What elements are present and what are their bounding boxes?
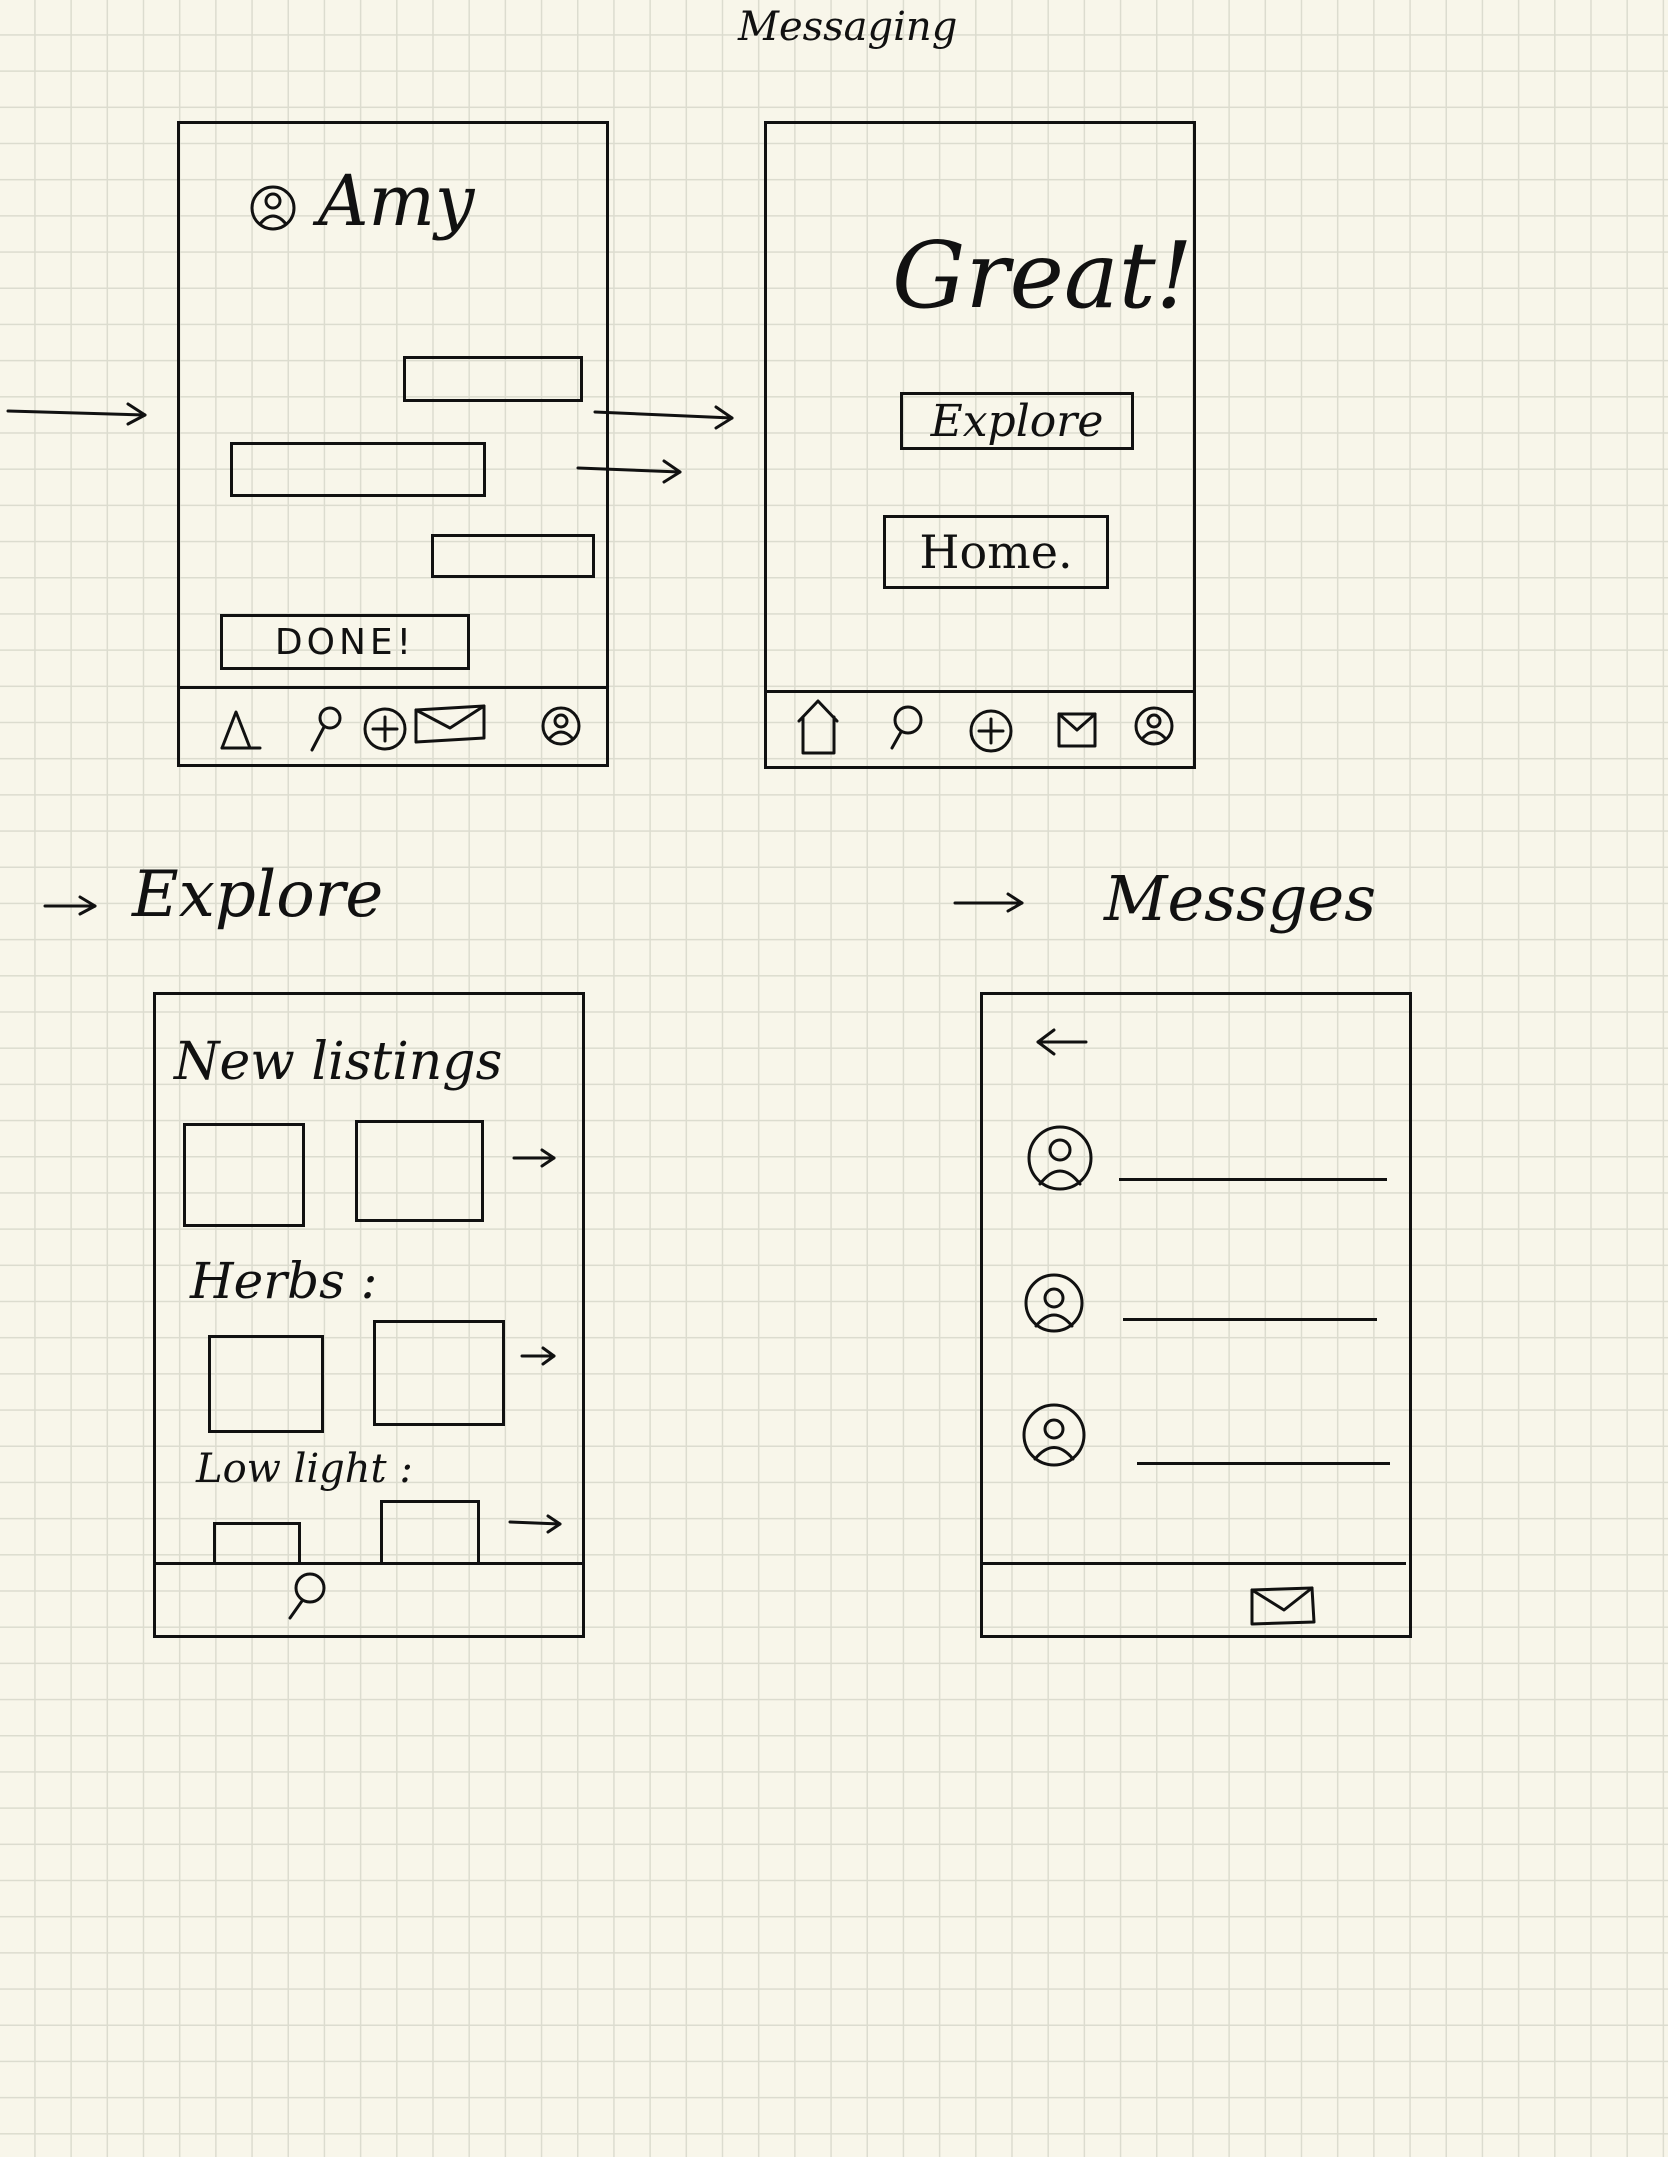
home-button[interactable]: Home. [883,515,1109,589]
arrow-into-chat [6,402,147,426]
listing-card[interactable] [355,1120,484,1222]
confirmation-screen [764,121,1196,769]
home-button-label: Home. [919,525,1073,579]
add-icon[interactable] [362,706,408,752]
search-icon[interactable] [284,1572,328,1624]
arrow-to-explore [43,895,97,916]
message-preview-line[interactable] [1119,1178,1387,1181]
nav-divider [980,1562,1406,1565]
explore-section-label: Explore [132,858,384,932]
listing-card[interactable] [373,1320,505,1426]
confirmation-heading: Great! [892,222,1193,329]
explore-button-label: Explore [930,395,1104,447]
listing-card[interactable] [213,1522,301,1564]
messages-section-label: Messges [1104,862,1377,935]
listing-card[interactable] [380,1500,480,1564]
back-arrow-icon[interactable] [1032,1024,1092,1060]
listing-card[interactable] [208,1335,324,1433]
contact-name: Amy [318,160,475,242]
avatar-icon [1022,1403,1086,1467]
avatar-icon [1024,1273,1084,1333]
search-icon[interactable] [886,704,926,754]
nav-divider [153,1562,585,1565]
done-button[interactable]: DONE! [220,614,470,670]
nav-divider [177,686,609,689]
mail-icon[interactable] [1054,708,1100,752]
add-icon[interactable] [968,708,1014,754]
listing-card[interactable] [183,1123,305,1227]
message-bubble-incoming[interactable] [403,356,583,402]
low-light-heading: Low light : [196,1446,413,1492]
profile-icon[interactable] [540,704,582,748]
page-title: Messaging [738,4,958,50]
chat-screen [177,121,609,767]
mail-icon[interactable] [1248,1582,1318,1630]
done-button-label: DONE! [274,621,416,663]
home-icon[interactable] [216,704,266,752]
profile-icon[interactable] [1132,704,1176,748]
message-bubble-incoming[interactable] [431,534,595,578]
arrow-chat-to-confirm [593,405,734,430]
nav-divider [764,690,1196,693]
message-preview-line[interactable] [1137,1462,1390,1465]
explore-screen [153,992,585,1638]
avatar-icon [250,185,296,231]
message-bubble-outgoing[interactable] [230,442,486,497]
search-icon[interactable] [308,704,344,754]
more-arrow-icon[interactable] [510,1146,560,1170]
message-preview-line[interactable] [1123,1318,1377,1321]
arrow-to-messages [953,892,1024,913]
mail-icon[interactable] [410,700,490,748]
more-arrow-icon[interactable] [518,1344,560,1368]
messages-screen [980,992,1412,1638]
explore-button[interactable]: Explore [900,392,1134,450]
avatar-icon [1027,1125,1093,1191]
home-icon[interactable] [794,697,842,759]
herbs-heading: Herbs : [190,1252,378,1310]
more-arrow-icon[interactable] [506,1512,566,1536]
new-listings-heading: New listings [174,1032,503,1092]
